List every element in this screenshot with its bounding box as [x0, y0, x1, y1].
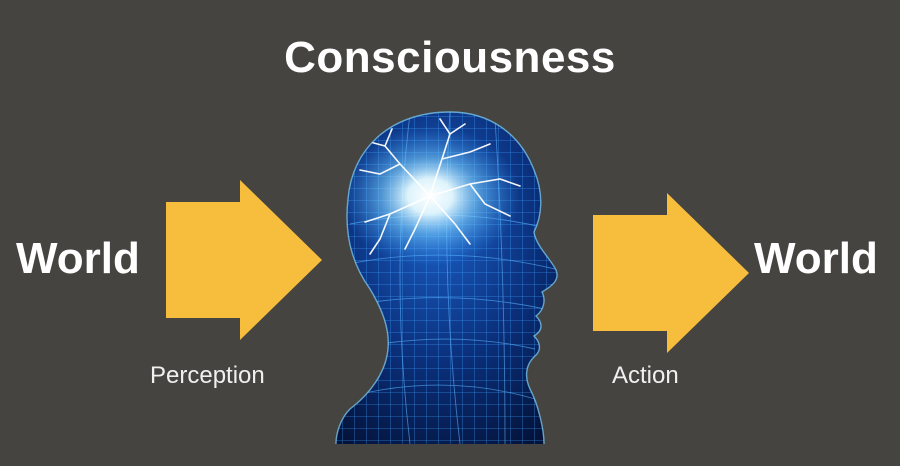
diagram-title: Consciousness [284, 33, 616, 82]
action-arrow-icon [593, 193, 749, 353]
world-right-label: World [754, 234, 878, 283]
world-left-label: World [16, 234, 140, 283]
brain-head-icon [335, 111, 558, 444]
perception-caption: Perception [150, 362, 265, 389]
action-caption: Action [612, 362, 679, 389]
perception-arrow-icon [166, 180, 322, 340]
